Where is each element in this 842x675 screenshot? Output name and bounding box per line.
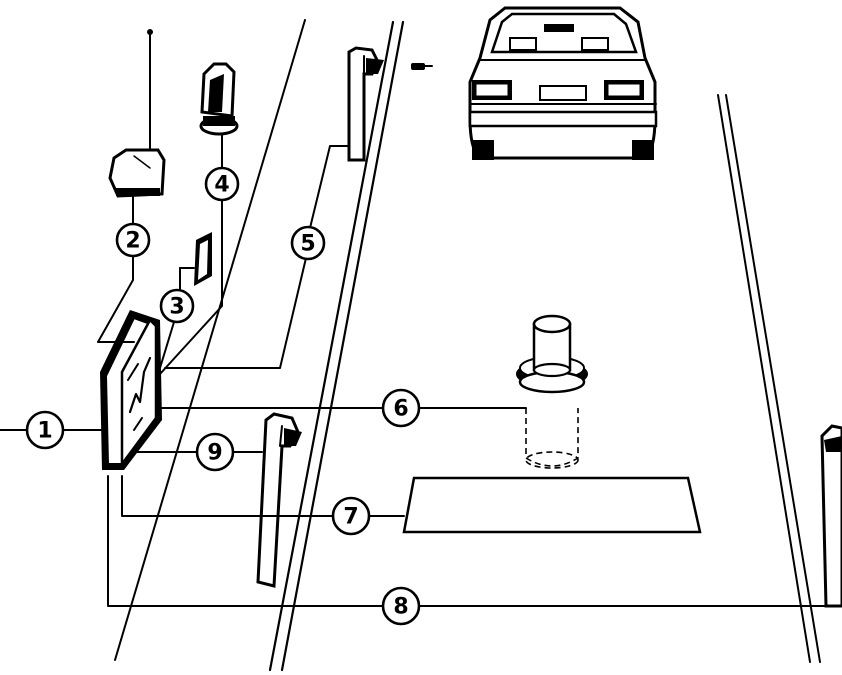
small-panel [179,232,212,291]
callout-1: 1 [25,410,65,450]
callout-7: 7 [331,496,371,536]
callout-5: 5 [290,225,326,261]
callout-6-label: 6 [393,397,408,422]
control-box [100,310,162,470]
callout-3: 3 [159,288,195,324]
callout-6: 6 [381,388,421,428]
barrier-post-far [347,46,384,162]
bollard [516,314,588,469]
callout-9: 9 [195,432,235,472]
callout-5-label: 5 [300,232,315,257]
callout-7-label: 7 [343,505,358,530]
callout-3-label: 3 [169,295,184,320]
callout-4-label: 4 [214,173,229,198]
road-lines [114,19,821,672]
callout-1-label: 1 [37,419,52,444]
callout-9-label: 9 [207,441,222,466]
callout-8: 8 [381,586,421,626]
antenna-unit [108,29,166,198]
callout-4: 4 [204,166,240,202]
lamp-unit [199,62,239,136]
barrier-post-right [820,424,842,608]
barrier-post-near [256,412,302,588]
callout-2: 2 [115,222,151,258]
leader-lines [0,133,833,607]
remote-key-icon [411,63,433,70]
callout-2-label: 2 [125,229,140,254]
detection-loop [402,476,702,534]
car [468,6,658,160]
callout-8-label: 8 [393,595,408,620]
